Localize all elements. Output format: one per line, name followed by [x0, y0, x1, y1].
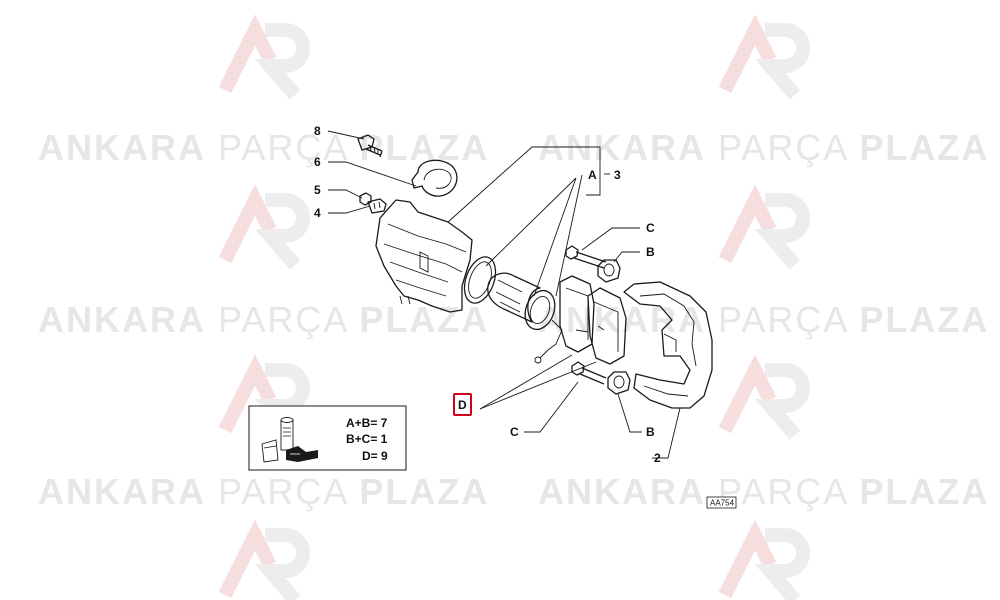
part-bushing-top	[597, 259, 621, 283]
callout-C-top[interactable]: C	[646, 221, 655, 235]
ref-code-badge: AA754	[706, 496, 737, 509]
watermark-logo	[718, 184, 810, 270]
watermark-row: ANKARA PARÇA PLAZA	[38, 299, 489, 340]
watermark-logo	[718, 354, 810, 440]
part-caliper-carrier	[623, 281, 713, 409]
watermark-logo	[218, 14, 310, 100]
callout-6[interactable]: 6	[314, 155, 321, 169]
callout-C-bottom[interactable]: C	[510, 425, 519, 439]
callout-B-top[interactable]: B	[646, 245, 655, 259]
watermark-text: ANKARA PARÇA PLAZA ANKARA PARÇA PLAZA AN…	[38, 127, 989, 512]
callout-4[interactable]: 4	[314, 206, 321, 220]
watermark-row: ANKARA PARÇA PLAZA	[538, 299, 989, 340]
watermark-logo	[218, 184, 310, 270]
callout-5[interactable]: 5	[314, 183, 321, 197]
callout-D[interactable]: D	[458, 398, 467, 412]
part-clip-6	[411, 159, 458, 197]
legend-line-3: D= 9	[362, 449, 388, 463]
part-bushing-bottom	[607, 371, 631, 395]
watermark-row: ANKARA PARÇA PLAZA	[38, 127, 489, 168]
kit-legend: A+B= 7 B+C= 1 D= 9	[248, 405, 407, 471]
part-bolt-8	[357, 134, 383, 158]
leader-lines	[327, 130, 681, 459]
kit-box-icon	[261, 417, 318, 463]
part-brake-pad-outer	[575, 287, 627, 365]
part-piston	[487, 272, 541, 323]
callout-3[interactable]: 3	[614, 168, 621, 182]
part-bleed-screw-5	[359, 192, 372, 206]
part-bleed-cap-4	[367, 198, 387, 214]
callout-A[interactable]: A	[588, 168, 597, 182]
part-dust-boot	[524, 289, 556, 331]
callout-B-bottom[interactable]: B	[646, 425, 655, 439]
ref-code-text: AA754	[710, 499, 735, 508]
watermark-logos	[218, 14, 810, 600]
watermark-logo	[718, 14, 810, 100]
watermark-row: ANKARA PARÇA PLAZA	[538, 127, 989, 168]
watermark-logo	[718, 519, 810, 600]
highlight-box-D	[453, 393, 472, 416]
part-caliper-body	[375, 199, 473, 313]
callout-2[interactable]: 2	[654, 451, 661, 465]
part-guide-bolt-top	[565, 245, 607, 269]
watermark-row: ANKARA PARÇA PLAZA	[38, 471, 489, 512]
watermark-row: ANKARA PARÇA PLAZA	[538, 471, 989, 512]
callout-8[interactable]: 8	[314, 124, 321, 138]
callouts: 8 6 5 4 A 3 C B D C B 2	[314, 124, 661, 465]
part-seal-ring	[463, 256, 497, 304]
legend-line-2: B+C= 1	[346, 432, 388, 446]
watermark-logo	[218, 519, 310, 600]
legend-line-1: A+B= 7	[346, 416, 388, 430]
